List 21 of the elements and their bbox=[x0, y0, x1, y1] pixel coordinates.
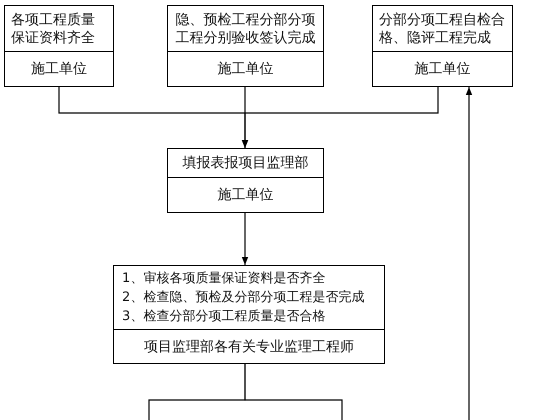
box-text: 施工单位 bbox=[218, 60, 274, 78]
process-box bbox=[4, 5, 114, 87]
arrow bbox=[242, 213, 248, 265]
box-text: 项目监理部各有关专业监理工程师 bbox=[144, 338, 354, 356]
box-text: 施工单位 bbox=[414, 60, 470, 78]
box-text: 3、检查分部分项工程质量是否合格 bbox=[122, 308, 326, 326]
process-box bbox=[167, 148, 324, 213]
process-box bbox=[167, 5, 324, 87]
connector-line bbox=[244, 364, 343, 420]
box-text: 2、检查隐、预检及分部分项工程是否完成 bbox=[122, 289, 366, 307]
arrow bbox=[466, 87, 472, 420]
box-text: 施工单位 bbox=[31, 60, 87, 78]
process-box bbox=[113, 265, 385, 364]
box-text: 各项工程质量保证资料齐全 bbox=[11, 10, 96, 46]
box-text: 施工单位 bbox=[218, 186, 274, 204]
process-box bbox=[372, 5, 513, 87]
box-text: 分部分项工程自检合格、隐评工程完成 bbox=[379, 10, 506, 46]
box-text: 1、审核各项质量保证资料是否齐全 bbox=[122, 270, 326, 288]
arrow bbox=[242, 87, 439, 148]
box-text: 填报表报项目监理部 bbox=[182, 154, 308, 172]
box-text: 隐、预检工程分部分项工程分别验收签认完成 bbox=[174, 10, 316, 46]
